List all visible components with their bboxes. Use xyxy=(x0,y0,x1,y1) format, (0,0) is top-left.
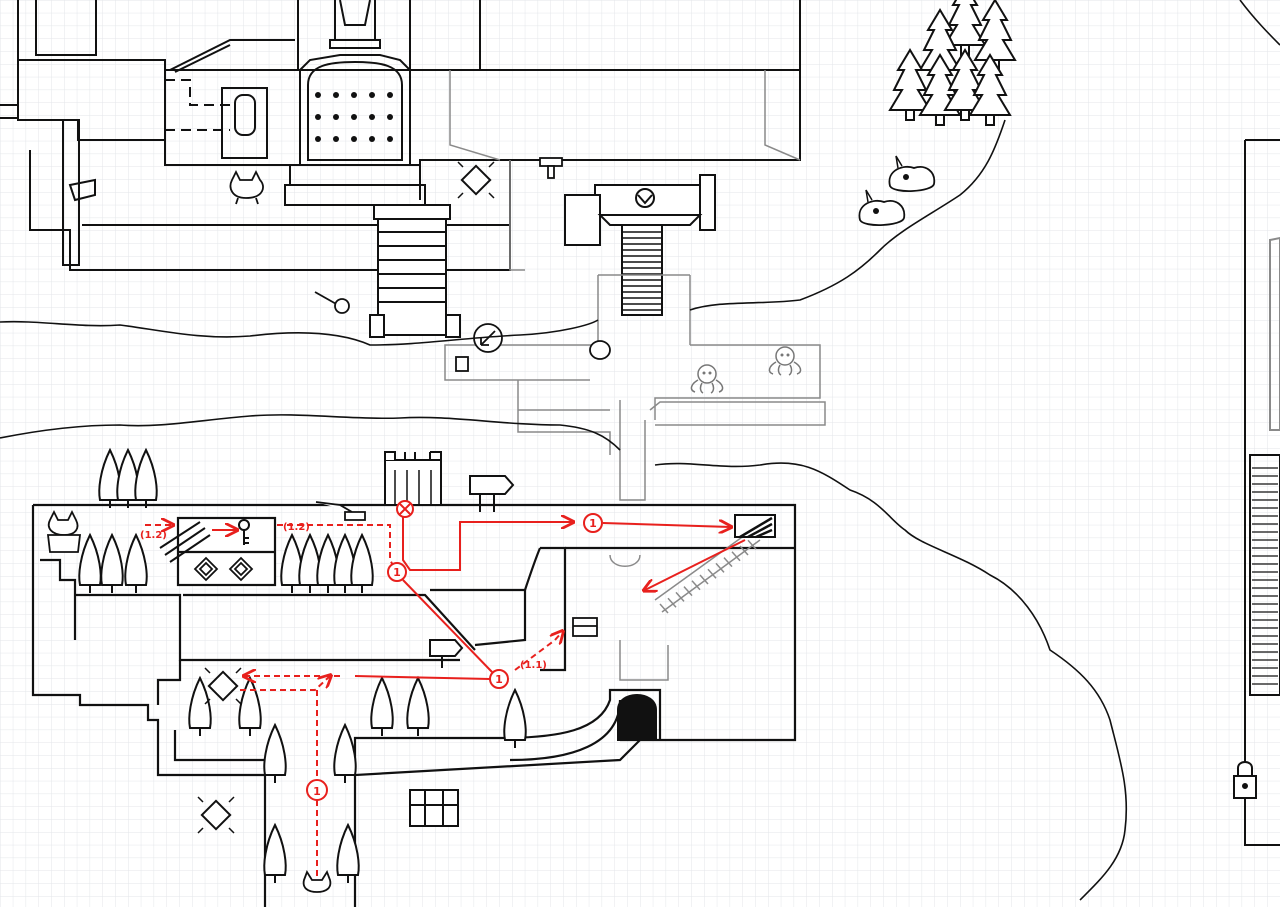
tree-cluster-middle xyxy=(280,534,374,594)
statue-icon xyxy=(339,0,371,26)
key-room xyxy=(176,516,277,587)
checkpoint-marker xyxy=(306,513,603,801)
route-labels: (1.2) (1.2) (1.1) xyxy=(140,522,547,671)
checkpoint-label: 1 xyxy=(393,566,401,579)
player-cat-icon xyxy=(302,869,332,893)
direction-bubble-icon xyxy=(473,323,503,353)
gate xyxy=(384,451,442,506)
fox-npc-icon xyxy=(229,169,264,205)
cannon-icon xyxy=(315,501,366,521)
sign-marker-icon xyxy=(539,157,563,179)
route-label: (1.2) xyxy=(140,530,167,541)
stair-entry-icon xyxy=(734,514,776,539)
ladder-lines xyxy=(1252,467,1278,685)
pot-icon xyxy=(455,340,611,372)
cancel-marker xyxy=(396,500,414,518)
signpost-icon xyxy=(429,475,515,668)
locked-building xyxy=(1244,139,1280,846)
cathedral-door-icon xyxy=(315,92,393,142)
treasure-chest-icon xyxy=(572,617,598,637)
route-label: (1.1) xyxy=(520,660,547,671)
route-label: (1.2) xyxy=(283,522,310,533)
shrine-emblem-icon xyxy=(635,188,655,208)
staircase-down xyxy=(654,534,761,614)
checkpoint-label: 1 xyxy=(313,785,321,798)
wrench-item-icon xyxy=(314,291,350,314)
shrine-stairs xyxy=(622,231,662,311)
checkpoint-labels: 1 1 1 1 xyxy=(313,517,597,798)
shrine xyxy=(564,174,716,316)
rune-tiles xyxy=(193,556,254,582)
tree-cluster-left xyxy=(78,534,148,594)
upper-right-hall xyxy=(449,70,801,271)
cathedral-stairs xyxy=(369,204,461,338)
fox-npc-icon xyxy=(46,509,82,553)
tree-cluster-top xyxy=(98,449,158,509)
key-icon xyxy=(238,519,250,545)
dark-cave-icon xyxy=(617,694,657,741)
treasure-chest-icon xyxy=(409,789,459,827)
checkpoint-label: 1 xyxy=(589,517,597,530)
checkpoint-label: 1 xyxy=(495,673,503,686)
lock-icon xyxy=(1233,761,1257,799)
mini-stairs xyxy=(159,521,211,563)
